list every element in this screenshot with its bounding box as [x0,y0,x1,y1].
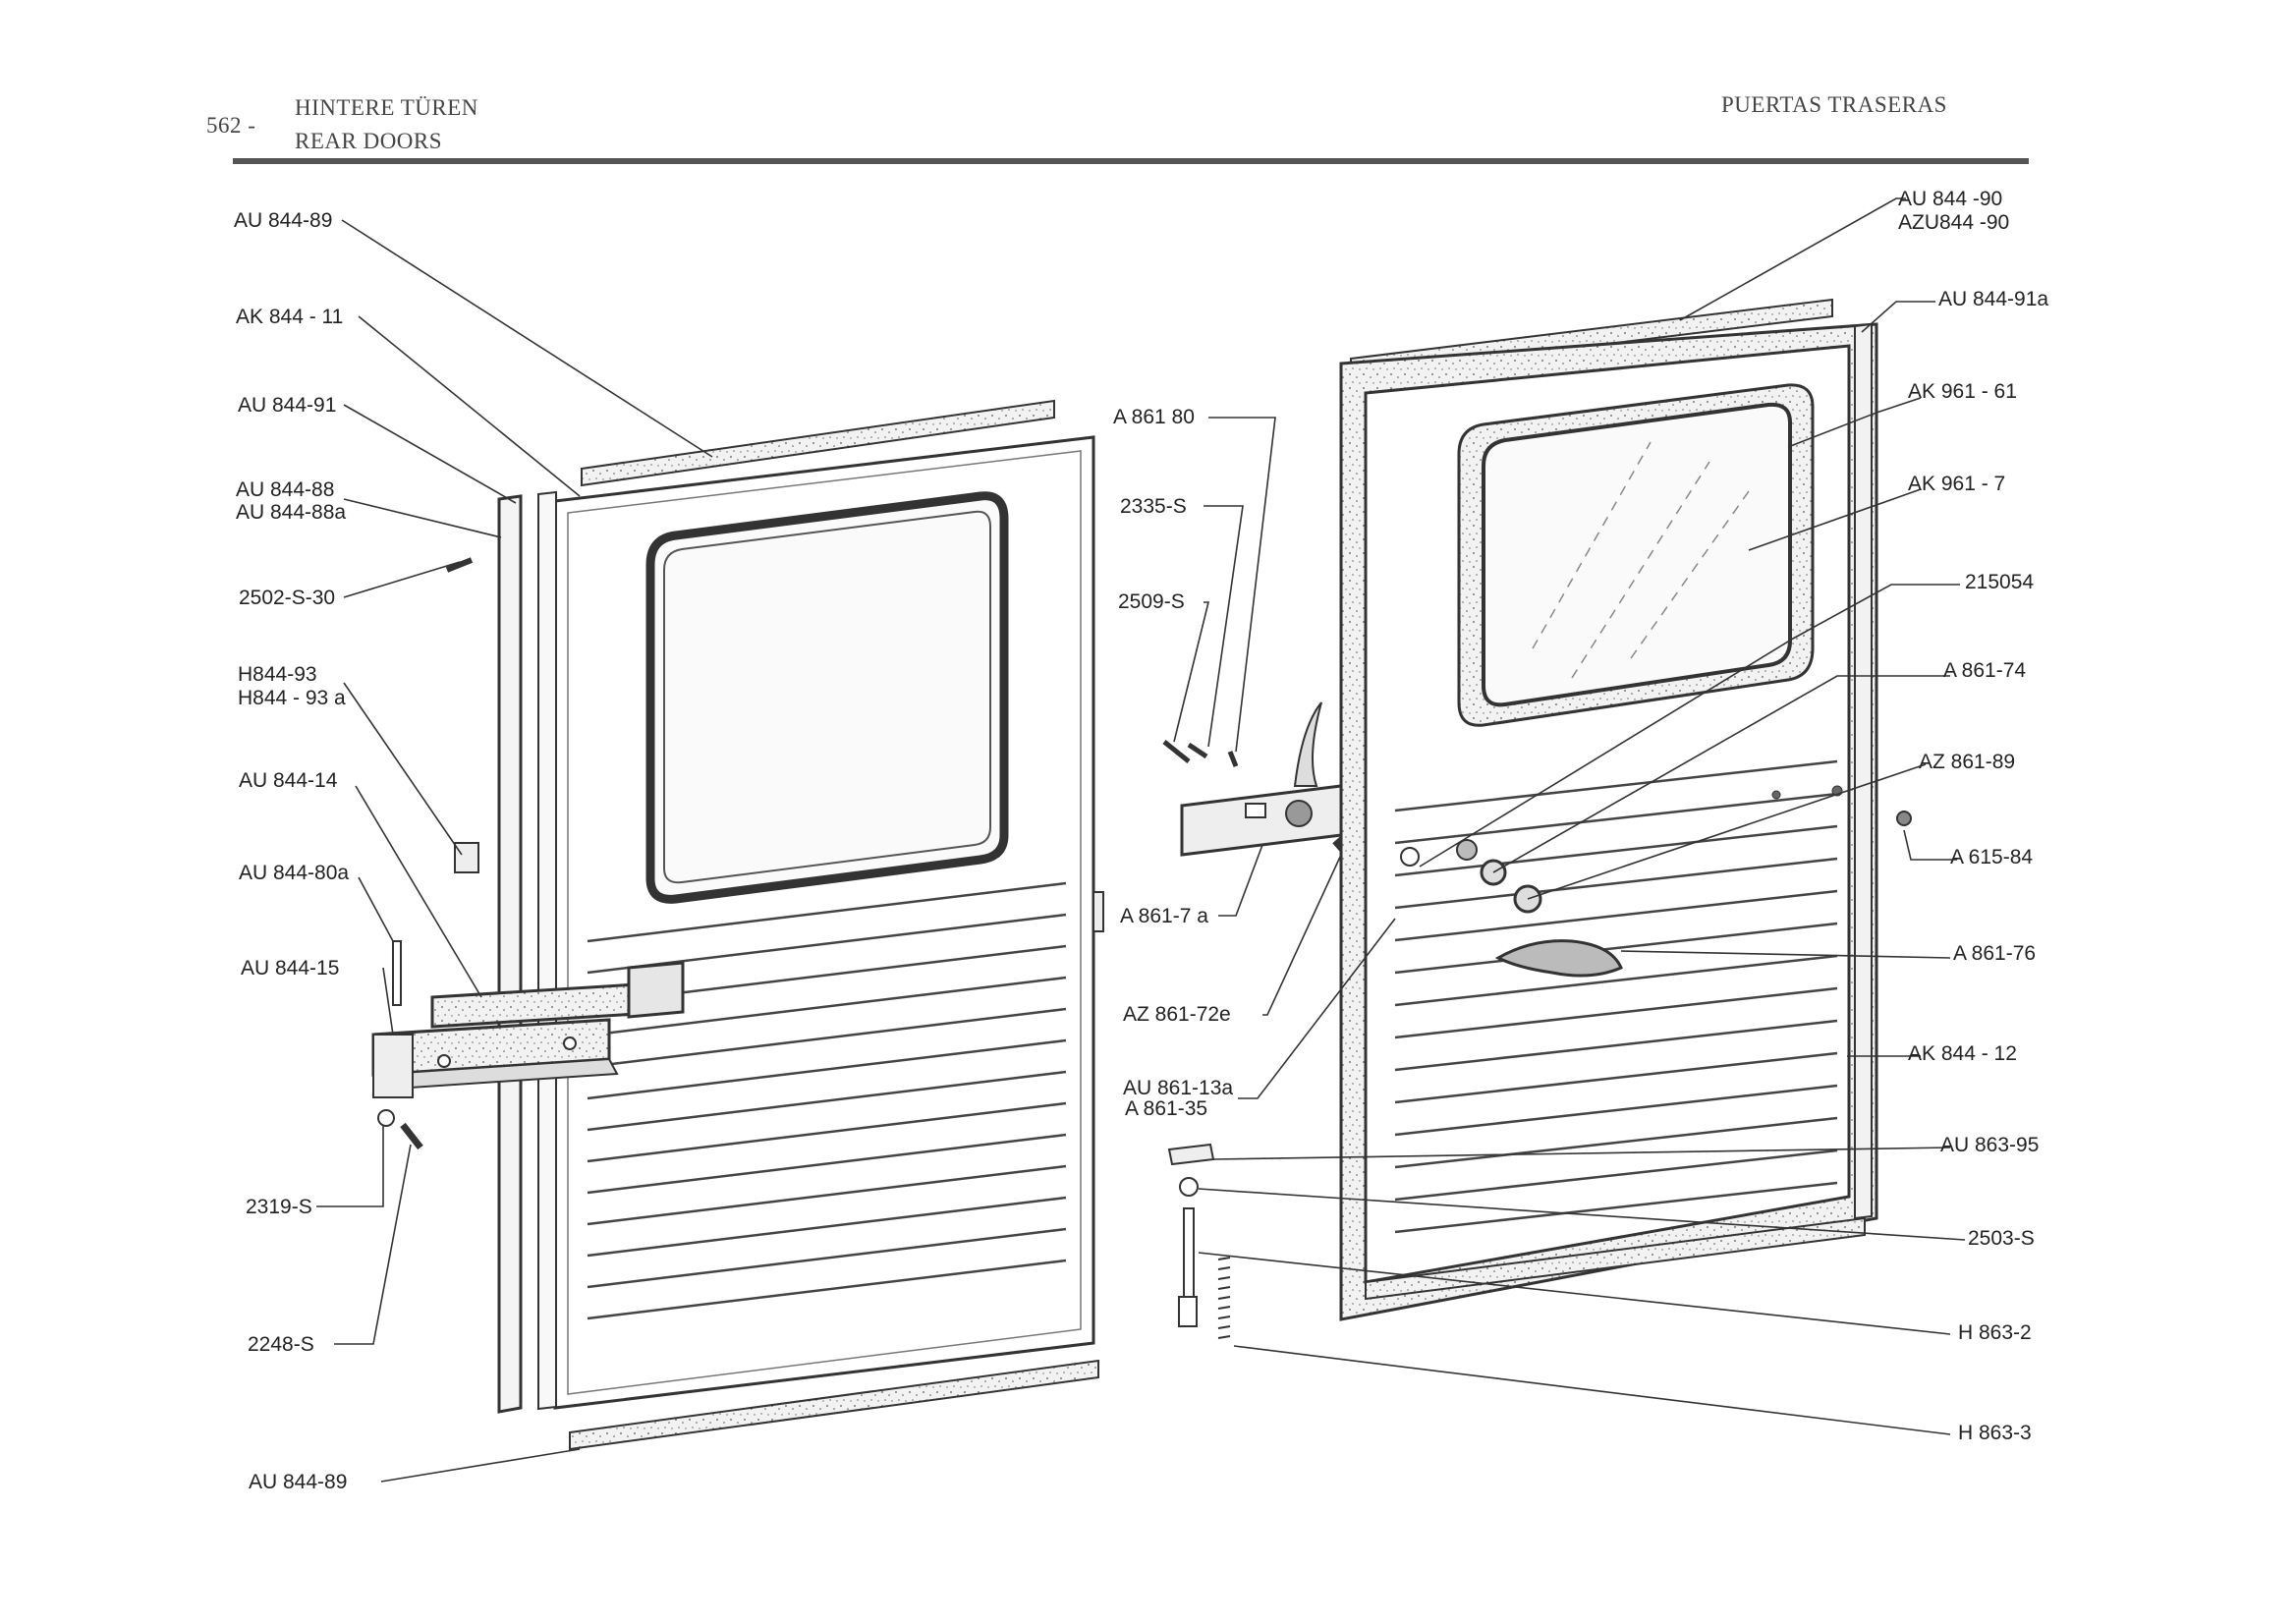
label-au-844-91: AU 844-91 [238,394,337,417]
label-h844-93: H844-93 [238,663,317,686]
label-au863-95: AU 863-95 [1940,1134,2040,1156]
label-2502-s-30: 2502-S-30 [239,587,336,609]
label-ak961-61: AK 961 - 61 [1908,380,2017,403]
label-au-844-89-top: AU 844-89 [234,209,333,232]
label-au861-13a: AU 861-13a [1123,1077,1234,1099]
right-door-louvres [1394,759,1838,1234]
left-door-bottom-seal [569,1359,1099,1451]
label-au-844-80a: AU 844-80a [239,862,350,884]
label-az861-72e: AZ 861-72e [1123,1003,1231,1026]
spring-h863-3 [1217,1257,1231,1339]
left-door-top-seal [581,399,1055,487]
label-215054: 215054 [1965,571,2035,593]
label-a861-35: A 861-35 [1125,1097,1208,1120]
handle-a861-76 [1494,939,1623,978]
label-a861-80: A 861 80 [1113,406,1195,428]
label-a861-7a: A 861-7 a [1120,905,1208,927]
left-door-hinge-strip [497,494,523,1414]
label-au-844-88: AU 844-88 [236,478,335,501]
label-2509-s: 2509-S [1118,590,1185,613]
label-a615-84: A 615-84 [1950,846,2034,868]
title-english: REAR DOORS [295,129,443,153]
label-h863-2: H 863-2 [1958,1321,2032,1344]
leader-lines [316,197,1966,1483]
label-az861-89: AZ 861-89 [1919,751,2016,773]
plate-au863-95 [1167,1143,1215,1166]
label-2503-s: 2503-S [1968,1227,2035,1250]
right-door [1339,298,1912,1321]
label-ak844-12: AK 844 - 12 [1908,1042,2017,1065]
label-h844-93a: H844 - 93 a [238,687,346,709]
label-2248-s: 2248-S [248,1333,314,1356]
page-number: 562 - [206,113,256,138]
label-au-844-14: AU 844-14 [239,769,338,792]
label-a861-76: A 861-76 [1953,942,2037,965]
latch-body [1180,784,1343,857]
label-au-844-15: AU 844-15 [241,957,340,980]
label-2335-s: 2335-S [1120,495,1187,518]
label-au-844-90: AU 844 -90 [1898,188,2003,210]
label-h863-3: H 863-3 [1958,1422,2032,1444]
label-azu844-90: AZU844 -90 [1898,211,2010,234]
label-ak961-7: AK 961 - 7 [1908,473,2006,495]
label-ak-844-11: AK 844 - 11 [236,306,344,328]
label-au-844-91a: AU 844-91a [1938,288,2049,310]
left-door-window [645,491,1009,904]
label-2319-s: 2319-S [246,1196,312,1218]
left-door [371,399,1104,1451]
title-spanish: PUERTAS TRASERAS [1721,92,1947,117]
right-door-bottom-seal [1365,1216,1866,1301]
title-german: HINTERE TÜREN [295,95,478,120]
label-au-844-89-bottom: AU 844-89 [249,1471,348,1493]
label-au-844-88a: AU 844-88a [236,501,347,524]
label-a861-74: A 861-74 [1943,659,2027,682]
